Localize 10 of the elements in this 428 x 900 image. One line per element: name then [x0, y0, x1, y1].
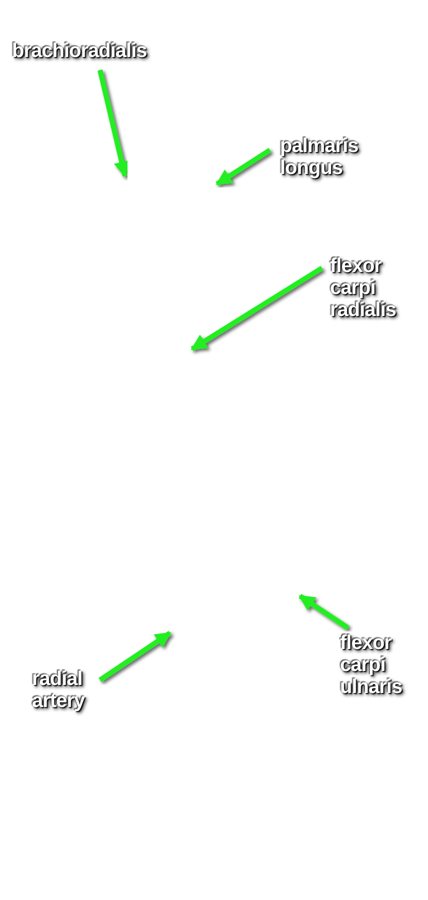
muscle-label: brachioradialis: [12, 40, 187, 62]
leader-arrow: [98, 69, 130, 178]
leader-arrow: [216, 148, 272, 186]
muscle-label: flexor carpi ulnaris: [340, 632, 425, 698]
leader-arrow: [298, 594, 350, 630]
muscle-label: palmaris longus: [280, 135, 390, 179]
muscle-label: flexor carpi radialis: [330, 255, 420, 321]
leader-arrow: [98, 630, 172, 682]
muscle-label: radial artery: [32, 668, 112, 712]
leader-arrow: [190, 266, 324, 352]
